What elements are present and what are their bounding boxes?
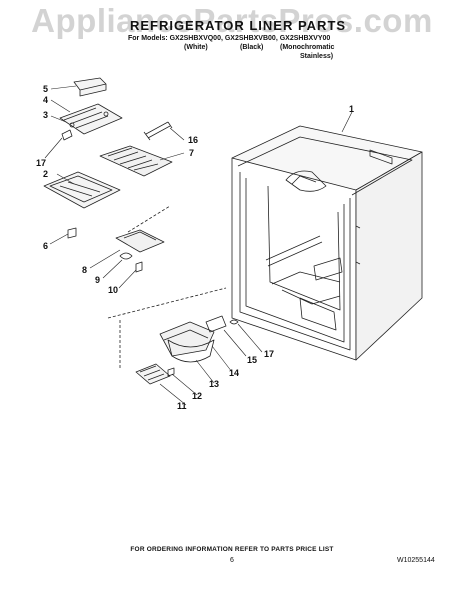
part-12 [167, 367, 175, 377]
callout-17-left: 17 [36, 158, 47, 168]
callout-8: 8 [82, 265, 88, 275]
model-black-label: (Black) [240, 44, 264, 51]
model-white-label: (White) [184, 44, 208, 51]
callout-11: 11 [177, 401, 187, 411]
part-17-right [229, 319, 239, 325]
model-stainless-label: Stainless) [300, 53, 334, 60]
part-16 [143, 121, 173, 141]
page-number: 6 [230, 557, 234, 564]
callout-10: 10 [108, 285, 119, 295]
callout-6: 6 [43, 241, 49, 251]
part-8 [115, 229, 165, 253]
part-7 [99, 145, 173, 177]
part-4 [59, 103, 123, 135]
model-numbers: For Models: GX2SHBXVQ00, GX2SHBXVB00, GX… [128, 35, 331, 42]
callout-5: 5 [43, 84, 49, 94]
ordering-note: FOR ORDERING INFORMATION REFER TO PARTS … [130, 546, 334, 553]
part-14 [159, 321, 215, 357]
callout-2: 2 [43, 169, 49, 179]
callout-9: 9 [95, 275, 101, 285]
diagram-title: REFRIGERATOR LINER PARTS [129, 18, 347, 33]
callout-7: 7 [189, 148, 195, 158]
part-9 [119, 252, 133, 260]
part-11 [135, 363, 171, 385]
callout-16: 16 [188, 135, 199, 145]
part-15 [205, 315, 227, 333]
watermark: AppliancePartsPros.com [31, 2, 433, 39]
document-code: W10255144 [397, 557, 435, 564]
part-5 [73, 77, 107, 97]
callout-1: 1 [349, 104, 355, 114]
part-17-left [61, 129, 73, 141]
callout-12: 12 [192, 391, 203, 401]
callout-4: 4 [43, 95, 49, 105]
liner-part-1 [231, 125, 423, 361]
part-10 [135, 261, 143, 273]
callout-13: 13 [209, 379, 220, 389]
callout-3: 3 [43, 110, 49, 120]
callout-15: 15 [247, 355, 258, 365]
callout-17-right: 17 [264, 349, 275, 359]
callout-14: 14 [229, 368, 240, 378]
leader-lines [44, 85, 353, 406]
part-6 [67, 227, 77, 239]
part-13 [167, 339, 215, 363]
model-mono-label: (Monochromatic [280, 44, 335, 51]
